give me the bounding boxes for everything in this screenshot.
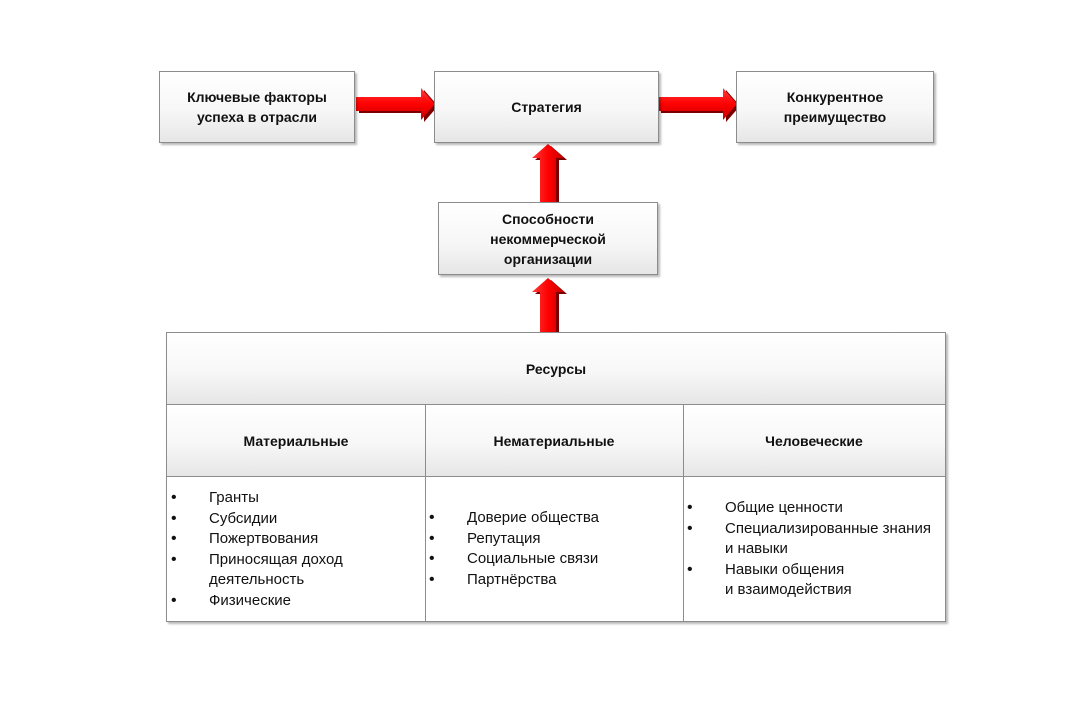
nonprofit-capabilities-box: Способности некоммерческой организации [438,202,658,275]
capabilities-line-1: Способности [501,210,594,227]
strategy-label: Стратегия [511,99,582,115]
list-item: Физические [167,591,425,612]
list-item: Партнёрства [425,570,683,591]
column-header-material: Материальные [167,405,425,477]
intangible-resources-list: Доверие общества Репутация Социальные св… [425,477,683,622]
list-item: Общие ценности [683,498,945,519]
competitive-advantage-box: Конкурентное преимущество [736,71,934,143]
arrow-factors-to-strategy [356,88,438,122]
key-success-factors-box: Ключевые факторы успеха в отрасли [159,71,355,143]
list-item: Специализированные знания и навыки [683,519,945,560]
column-header-intangible: Нематериальные [425,405,683,477]
list-item: Репутация [425,529,683,550]
arrow-resources-to-capabilities [532,278,567,334]
competitive-advantage-line-1: Конкурентное [786,89,884,105]
key-success-factors-line-2: успеха в отрасли [197,109,317,125]
capabilities-line-2: некоммерческой [490,230,606,247]
resources-title: Ресурсы [167,333,945,405]
list-item: Навыки общения и взаимодействия [683,560,945,601]
list-item: Пожертвования [167,529,425,550]
material-resources-list: Гранты Субсидии Пожертвования Приносящая… [167,477,425,622]
resources-table: Ресурсы Материальные Нематериальные Чело… [166,332,946,622]
list-item: Социальные связи [425,549,683,570]
competitive-advantage-line-2: преимущество [783,109,887,125]
capabilities-line-3: организации [503,250,593,267]
list-item: Приносящая доход деятельность [167,550,425,591]
list-item: Доверие общества [425,508,683,529]
strategy-box: Стратегия [434,71,659,143]
list-item: Субсидии [167,509,425,530]
arrow-capabilities-to-strategy [532,144,567,204]
column-header-human: Человеческие [683,405,945,477]
list-item: Гранты [167,488,425,509]
key-success-factors-line-1: Ключевые факторы [187,89,327,105]
human-resources-list: Общие ценности Специализированные знания… [683,477,945,622]
arrow-strategy-to-advantage [658,88,740,122]
